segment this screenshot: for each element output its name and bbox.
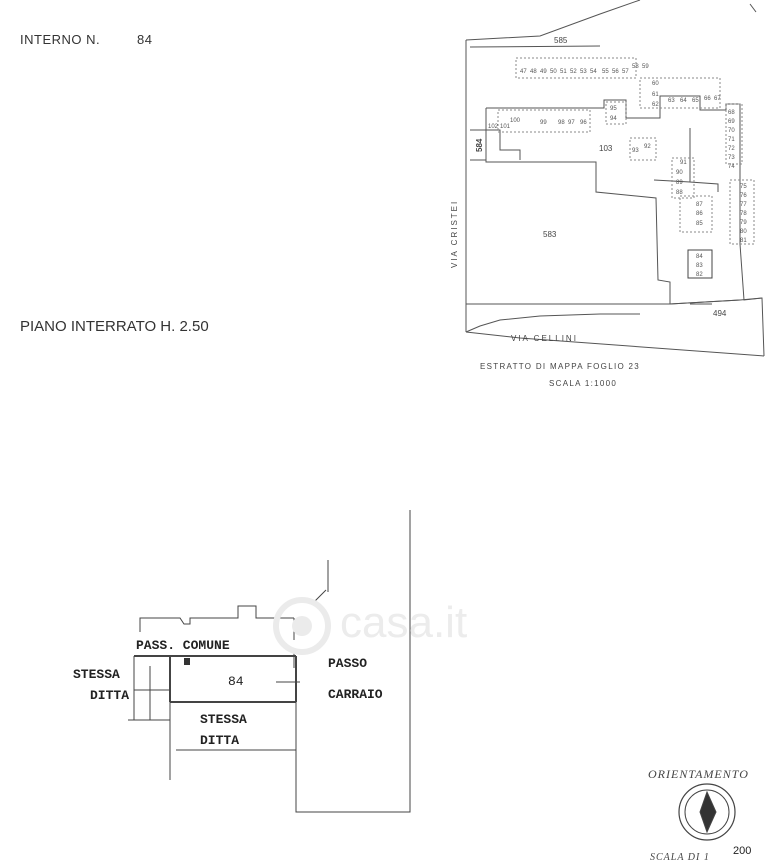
label-carraio: CARRAIO <box>328 687 383 702</box>
unit-label: 95 <box>610 106 617 112</box>
unit-label: 77 <box>740 202 747 208</box>
unit-label: 101 <box>500 124 511 130</box>
parcel-103: 103 <box>599 144 613 153</box>
orientation-label: ORIENTAMENTO <box>648 767 749 781</box>
unit-label: 55 <box>602 69 609 75</box>
unit-label: 62 <box>652 102 659 108</box>
parcel-585: 585 <box>554 36 568 45</box>
unit-label: 93 <box>632 148 639 154</box>
map-caption: ESTRATTO DI MAPPA FOGLIO 23 <box>480 362 640 371</box>
unit-label: 102 <box>488 124 499 130</box>
parcel-494: 494 <box>713 309 727 318</box>
compass-icon <box>678 783 736 841</box>
watermark-text: casa.it <box>340 598 468 647</box>
unit-label: 81 <box>740 238 747 244</box>
unit-label: 63 <box>668 98 675 104</box>
unit-label: 67 <box>714 96 721 102</box>
interno-label: INTERNO N. <box>20 32 101 47</box>
unit-label: 79 <box>740 220 747 226</box>
unit-label: 56 <box>612 69 619 75</box>
unit-label: 76 <box>740 193 747 199</box>
unit-label: 48 <box>530 69 537 75</box>
floor-plan-lines <box>128 510 411 813</box>
label-passo: PASSO <box>328 656 368 671</box>
watermark-logo-icon <box>273 597 331 655</box>
unit-number-label: 84 <box>228 674 244 689</box>
unit-label: 51 <box>560 69 567 75</box>
interno-number: 84 <box>137 32 153 47</box>
unit-label: 53 <box>580 69 587 75</box>
label-pass-comune: PASS. COMUNE <box>136 638 230 653</box>
unit-label: 54 <box>590 69 597 75</box>
unit-label: 75 <box>740 184 747 190</box>
unit-label: 100 <box>510 118 521 124</box>
street-via-cellini: VIA CELLINI <box>511 334 578 343</box>
unit-label: 89 <box>676 180 683 186</box>
label-stessa-ditta-left-1: STESSA <box>73 667 120 682</box>
unit-label: 74 <box>728 164 735 170</box>
unit-label: 72 <box>728 146 735 152</box>
unit-label: 69 <box>728 119 735 125</box>
unit-label: 85 <box>696 221 703 227</box>
scale-label: SCALA DI 1 <box>650 852 710 863</box>
unit-label: 58 <box>632 64 639 70</box>
floor-level-label: PIANO INTERRATO H. 2.50 <box>20 318 209 335</box>
unit-label: 90 <box>676 170 683 176</box>
unit-label: 66 <box>704 96 711 102</box>
unit-label: 65 <box>692 98 699 104</box>
unit-label: 94 <box>610 116 617 122</box>
unit-label: 87 <box>696 202 703 208</box>
label-stessa-ditta-left-2: DITTA <box>90 688 130 703</box>
unit-label: 50 <box>550 69 557 75</box>
unit-label: 73 <box>728 155 735 161</box>
unit-label: 61 <box>652 92 659 98</box>
unit-label: 99 <box>540 120 547 126</box>
watermark-logo: casa.it <box>268 592 518 662</box>
unit-label: 78 <box>740 211 747 217</box>
unit-label: 59 <box>642 64 649 70</box>
label-stessa-ditta-bottom-2: DITTA <box>200 733 240 748</box>
unit-label: 57 <box>622 69 629 75</box>
map-unit-labels: 47 48 49 50 51 52 53 54 55 56 57 58 59 1… <box>488 64 747 278</box>
unit-label: 52 <box>570 69 577 75</box>
unit-label: 83 <box>696 263 703 269</box>
unit-label: 47 <box>520 69 527 75</box>
unit-label: 98 <box>558 120 565 126</box>
label-stessa-ditta-bottom-1: STESSA <box>200 712 247 727</box>
unit-label: 70 <box>728 128 735 134</box>
unit-label: 80 <box>740 229 747 235</box>
street-via-cristei: VIA CRISTEI <box>450 200 459 268</box>
unit-label: 82 <box>696 272 703 278</box>
unit-label: 92 <box>644 144 651 150</box>
scale-value: 200 <box>733 845 752 857</box>
unit-label: 86 <box>696 211 703 217</box>
parcel-583: 583 <box>543 230 557 239</box>
unit-label: 88 <box>676 190 683 196</box>
map-scale: SCALA 1:1000 <box>549 379 617 388</box>
unit-label: 49 <box>540 69 547 75</box>
unit-label: 71 <box>728 137 735 143</box>
unit-label: 97 <box>568 120 575 126</box>
unit-label: 68 <box>728 110 735 116</box>
unit-label: 96 <box>580 120 587 126</box>
unit-label: 64 <box>680 98 687 104</box>
unit-label: 84 <box>696 254 703 260</box>
unit-label: 60 <box>652 81 659 87</box>
parcel-584: 584 <box>475 138 484 152</box>
unit-label: 91 <box>680 160 687 166</box>
